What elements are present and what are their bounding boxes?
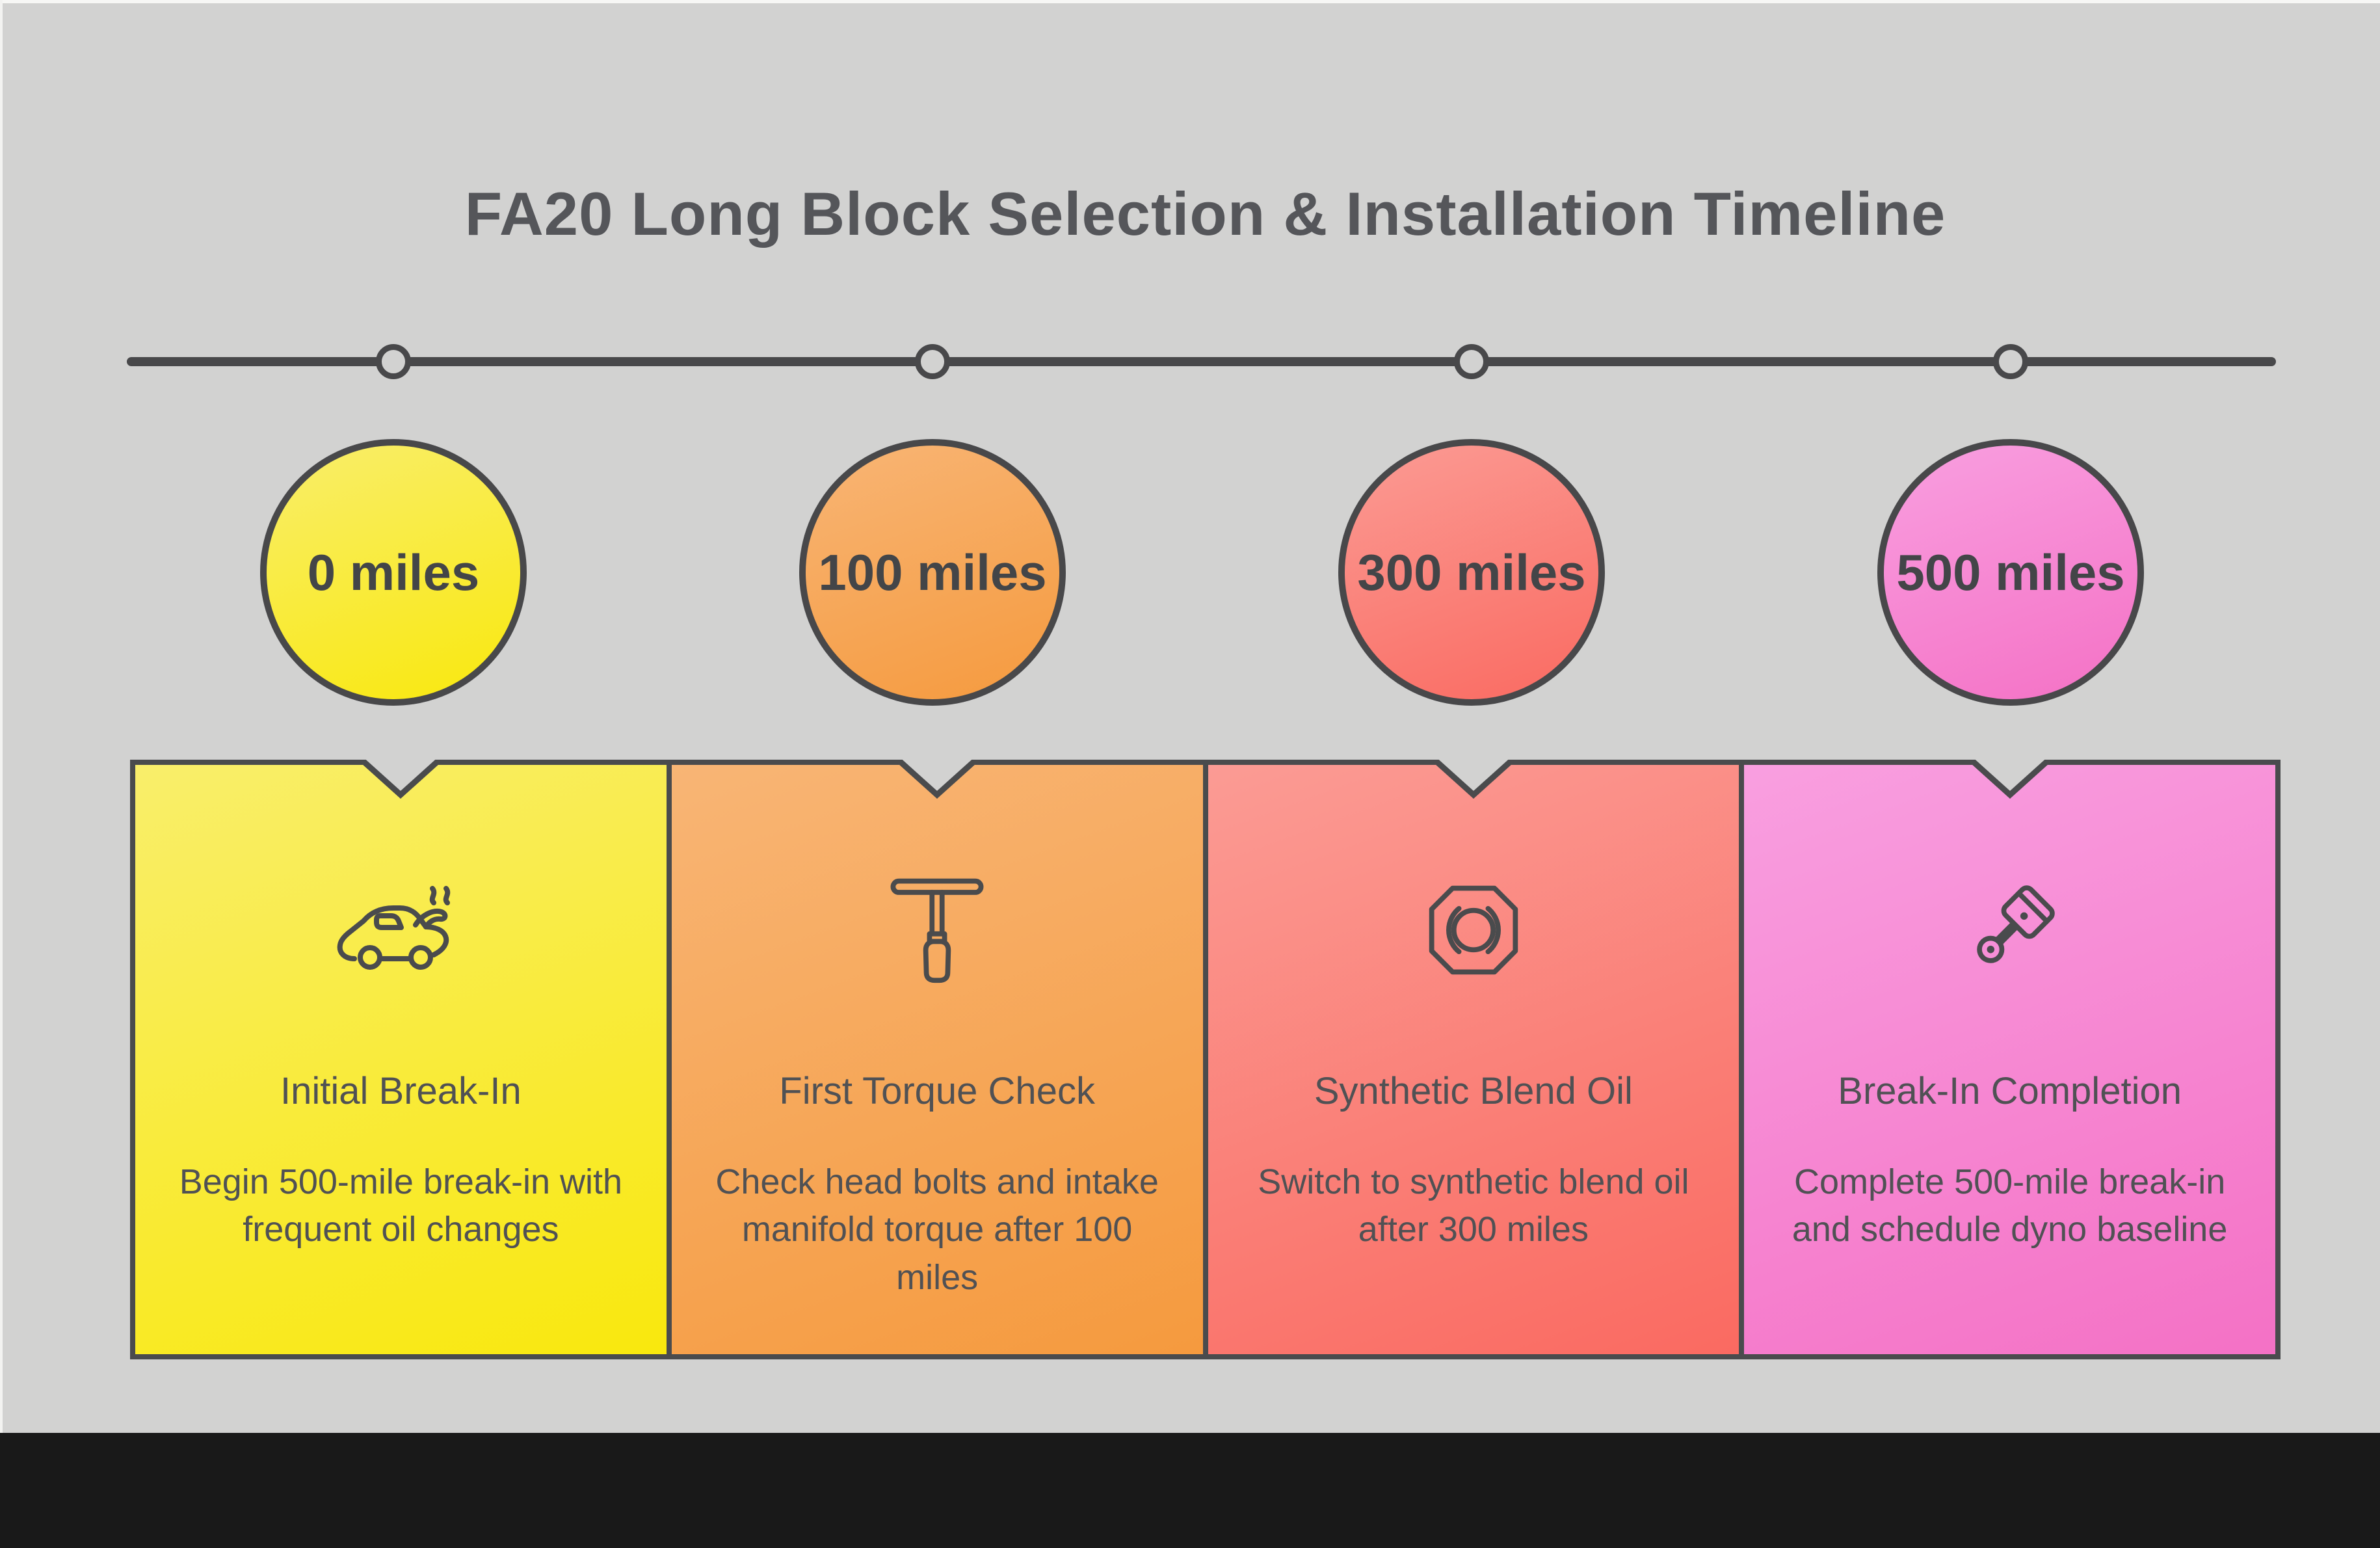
bottom-black-band bbox=[0, 1433, 2380, 1548]
card-description: Begin 500-mile break-in with frequent oi… bbox=[179, 1162, 623, 1249]
timeline-dot-300-miles bbox=[1454, 344, 1489, 379]
card-icon-box bbox=[1954, 874, 2066, 986]
milestone-label: 0 miles bbox=[307, 543, 480, 601]
card-initial-break-in: Initial Break-In Begin 500-mile break-in… bbox=[130, 760, 672, 1359]
timeline-line bbox=[127, 357, 2276, 366]
top-edge-strip bbox=[0, 0, 2380, 3]
milestone-cards-row: Initial Break-In Begin 500-mile break-in… bbox=[130, 760, 2281, 1359]
card-icon-box bbox=[332, 874, 469, 986]
timeline-dot-500-miles bbox=[1993, 344, 2028, 379]
milestone-label: 100 miles bbox=[818, 543, 1047, 601]
card-notch bbox=[1433, 760, 1514, 799]
card-synthetic-blend-oil: Synthetic Blend Oil Switch to synthetic … bbox=[1202, 760, 1745, 1359]
milestone-circle-0-miles: 0 miles bbox=[260, 439, 527, 706]
card-description: Check head bolts and intake manifold tor… bbox=[715, 1162, 1159, 1297]
card-description: Switch to synthetic blend oil after 300 … bbox=[1258, 1162, 1689, 1249]
overheating-car-icon bbox=[337, 886, 451, 970]
card-title: Synthetic Blend Oil bbox=[1314, 1070, 1633, 1112]
page-title: FA20 Long Block Selection & Installation… bbox=[464, 179, 1946, 248]
torque-wrench-icon bbox=[890, 878, 984, 983]
card-title: Break-In Completion bbox=[1838, 1070, 2182, 1112]
card-title: Initial Break-In bbox=[280, 1070, 522, 1112]
milestone-label: 500 miles bbox=[1896, 543, 2125, 601]
timeline-dot-100-miles bbox=[915, 344, 950, 379]
timeline-dot-0-miles bbox=[376, 344, 411, 379]
card-icon-box bbox=[885, 874, 989, 986]
card-description: Complete 500-mile break-in and schedule … bbox=[1792, 1162, 2228, 1249]
milestone-label: 300 miles bbox=[1357, 543, 1586, 601]
lug-nut-icon bbox=[1429, 885, 1518, 975]
card-notch bbox=[897, 760, 978, 799]
card-title: First Torque Check bbox=[779, 1070, 1095, 1112]
card-first-torque-check: First Torque Check Check head bolts and … bbox=[666, 760, 1208, 1359]
card-break-in-completion: Break-In Completion Complete 500-mile br… bbox=[1739, 760, 2281, 1359]
card-notch bbox=[360, 760, 442, 799]
card-notch bbox=[1969, 760, 2050, 799]
left-edge-strip bbox=[0, 0, 3, 1433]
milestone-circle-100-miles: 100 miles bbox=[799, 439, 1066, 706]
milestone-circle-300-miles: 300 miles bbox=[1338, 439, 1605, 706]
milestone-circle-500-miles: 500 miles bbox=[1877, 439, 2144, 706]
card-icon-box bbox=[1423, 874, 1524, 986]
piston-icon bbox=[1976, 885, 2055, 963]
